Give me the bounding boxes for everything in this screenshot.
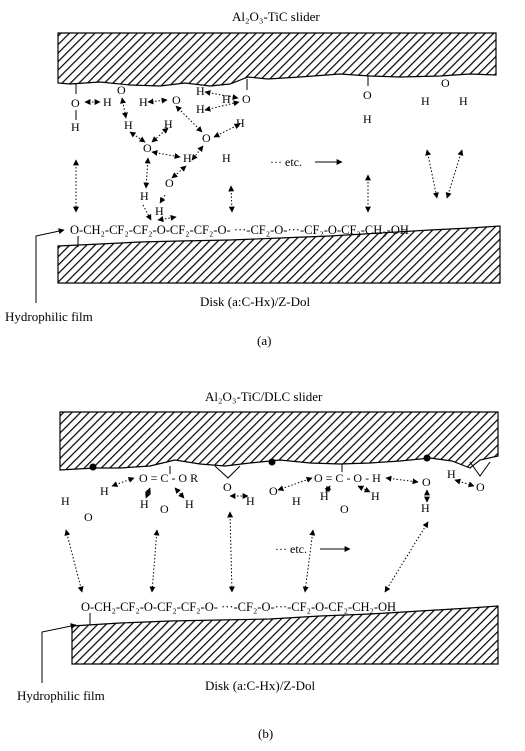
panel-a-etc-label: ··· etc. <box>270 155 302 169</box>
atom-h: H <box>246 494 255 508</box>
atom-o: O <box>117 83 126 97</box>
panel-a-slider-label: Al₂O₃-TiC slider <box>232 9 320 24</box>
panel-b-polymer-chain: O-CH₂-CF₂-O-CF₂-CF₂-O- ···-CF₂-O-···-CF₂… <box>81 600 396 614</box>
atom-o: O <box>476 480 485 494</box>
atom-o: O <box>160 502 169 516</box>
atom-o: O <box>143 141 152 155</box>
atom-h: H <box>222 151 231 165</box>
atom-h: H <box>363 112 372 126</box>
panel-a-caption: (a) <box>257 333 271 348</box>
carbonyl-group: O = C - O R <box>139 471 198 485</box>
atom-h: H <box>183 151 192 165</box>
atom-h: H <box>100 484 109 498</box>
atom-o: O <box>269 484 278 498</box>
atom-h: H <box>155 204 164 218</box>
atom-h: H <box>459 94 468 108</box>
panel-b-caption: (b) <box>258 726 273 741</box>
atom-o: O <box>340 502 349 516</box>
atom-h: H <box>196 102 205 116</box>
atom-h: H <box>371 489 380 503</box>
carbonyl-group: O = C - O - H <box>314 471 381 485</box>
atom-h: H <box>140 497 149 511</box>
atom-o: O <box>71 96 80 110</box>
dlc-site-dot <box>268 458 276 466</box>
panel-a-disk-label: Disk (a:C-Hx)/Z-Dol <box>200 294 311 309</box>
atom-h: H <box>71 120 80 134</box>
atom-o: O <box>172 93 181 107</box>
atom-h: H <box>139 95 148 109</box>
atom-h: H <box>447 467 456 481</box>
atom-h: H <box>61 494 70 508</box>
panel-b-film-pointer <box>41 623 77 683</box>
atom-h: H <box>124 118 133 132</box>
panel-a-film-pointer <box>35 228 65 303</box>
atom-h: H <box>185 497 194 511</box>
atom-h: H <box>236 116 245 130</box>
atom-o: O <box>165 176 174 190</box>
panel-a-slider-block <box>57 32 497 87</box>
atom-o: O <box>363 88 372 102</box>
atom-o: O <box>242 92 251 106</box>
atom-o: O <box>202 131 211 145</box>
panel-b-hbond-arrows <box>64 475 475 593</box>
atom-h: H <box>164 117 173 131</box>
atom-h: H <box>421 94 430 108</box>
atom-h: H <box>320 489 329 503</box>
panel-b-water-network: O = C - O R H O H H O H O H O H O = C - … <box>61 461 491 524</box>
panel-a: Al₂O₃-TiC slider O H H O H H O H H H O H… <box>5 9 501 348</box>
panel-b-disk-block <box>71 605 499 665</box>
panel-b-film-label: Hydrophilic film <box>17 688 105 703</box>
panel-b-disk-label: Disk (a:C-Hx)/Z-Dol <box>205 678 316 693</box>
atom-h: H <box>196 84 205 98</box>
atom-o: O <box>441 76 450 90</box>
panel-a-film-label: Hydrophilic film <box>5 309 93 324</box>
panel-a-disk-block <box>57 225 501 284</box>
panel-a-water-network: O H H O H H O H H H O H H O H O H O H H … <box>71 76 468 218</box>
panel-b-slider-block <box>59 411 499 471</box>
atom-o: O <box>223 480 232 494</box>
panel-a-polymer-chain: O-CH₂-CF₂-CF₂-O-CF₂-CF₂-O- ···-CF₂-O-···… <box>70 223 409 237</box>
panel-b: Al₂O₃-TiC/DLC slider O = C - O R H O H H… <box>17 389 499 741</box>
panel-b-etc-label: ··· etc. <box>275 542 307 556</box>
dlc-site-dot <box>423 454 431 462</box>
atom-o: O <box>422 475 431 489</box>
atom-h: H <box>421 501 430 515</box>
panel-b-slider-label: Al₂O₃-TiC/DLC slider <box>205 389 323 404</box>
atom-o: O <box>84 510 93 524</box>
dlc-site-dot <box>89 463 97 471</box>
atom-h: H <box>292 494 301 508</box>
atom-h: H <box>103 95 112 109</box>
atom-h: H <box>140 189 149 203</box>
panel-a-hbond-arrows <box>73 90 464 223</box>
